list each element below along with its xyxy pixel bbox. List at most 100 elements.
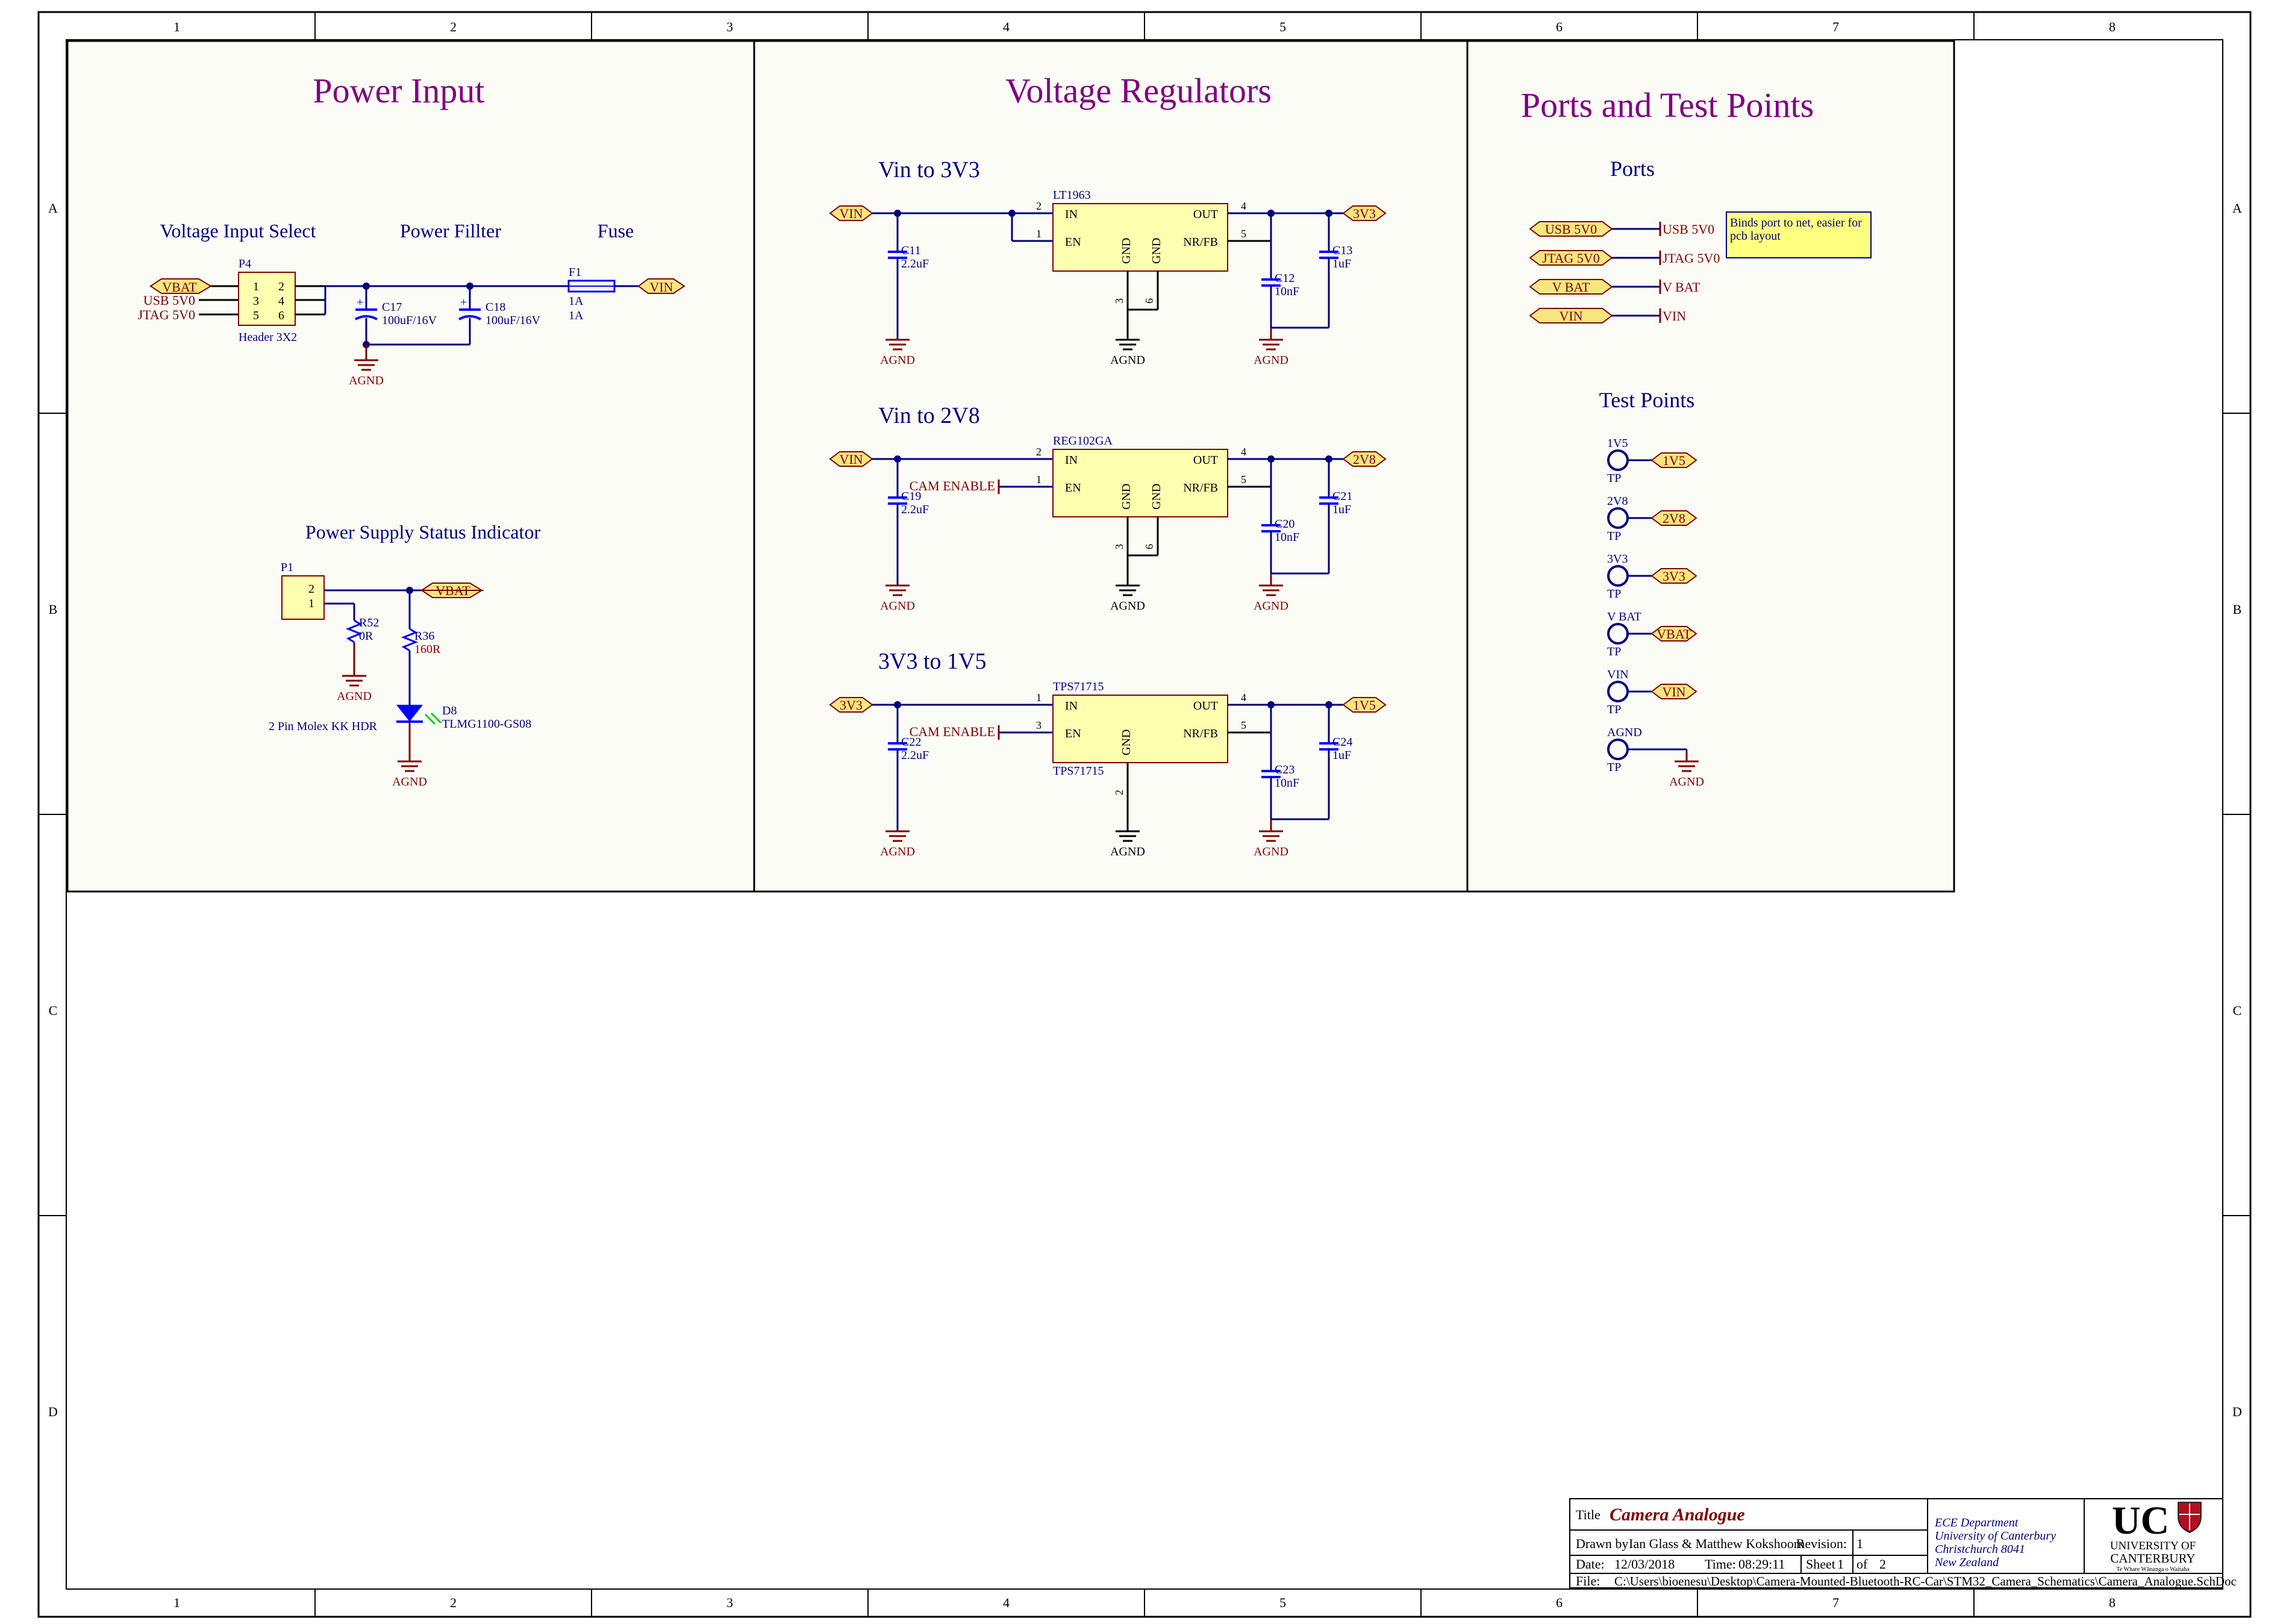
agnd-label: AGND — [1254, 599, 1288, 613]
regulator-subtitle: 3V3 to 1V5 — [878, 649, 986, 674]
output-capacitor-ref: C21 — [1332, 490, 1352, 503]
test-point-type: TP — [1607, 645, 1621, 658]
r36-ref: R36 — [414, 629, 434, 643]
pin-label-gnd: GND — [1150, 484, 1163, 510]
pin-number: 1 — [1036, 228, 1041, 240]
c17-value: 100uF/16V — [382, 314, 437, 327]
input-port-label: VIN — [839, 452, 863, 467]
sheet-label: Sheet — [1806, 1557, 1835, 1572]
c17-capacitor: + — [355, 296, 378, 345]
output-port-label: 2V8 — [1353, 452, 1376, 467]
vbat-port-label: VBAT — [162, 280, 197, 295]
pin-number: 3 — [1113, 544, 1125, 549]
regulator-subtitle: Vin to 2V8 — [878, 403, 980, 428]
time-label: Time: — [1705, 1557, 1736, 1572]
agnd-label: AGND — [1110, 845, 1145, 858]
pin-label-out: OUT — [1193, 699, 1218, 713]
f1-ref: F1 — [569, 266, 581, 279]
section-power-input — [66, 40, 755, 893]
zone-column-label: 8 — [2109, 19, 2116, 34]
pin-label-in: IN — [1065, 454, 1078, 467]
of-value: 2 — [1879, 1557, 1886, 1572]
pin-label-in: IN — [1065, 208, 1078, 221]
f1-value: 1A — [569, 309, 584, 322]
r52-value: 0R — [359, 629, 373, 643]
input-capacitor-ref: C19 — [901, 490, 921, 503]
drawn-by-value: Ian Glass & Matthew Kokshoorn — [1629, 1536, 1805, 1551]
svg-text:+: + — [460, 296, 467, 309]
port-net-label: JTAG 5V0 — [1663, 251, 1720, 266]
p4-ref: P4 — [239, 257, 251, 270]
nr-capacitor-ref: C20 — [1275, 517, 1294, 531]
agnd-label: AGND — [880, 845, 915, 858]
test-point-port-label: VBAT — [1657, 626, 1691, 642]
power-input-group: Power Input Voltage Input Select Power F… — [138, 71, 685, 789]
zone-column-label: 4 — [1003, 1595, 1010, 1610]
voltage-input-select-label: Voltage Input Select — [160, 220, 316, 242]
test-point-type: TP — [1607, 587, 1621, 601]
pin-label-gnd: GND — [1120, 238, 1133, 264]
pin-label-en: EN — [1065, 236, 1081, 249]
zone-column-label: 3 — [726, 1595, 733, 1610]
revision-value: 1 — [1856, 1536, 1863, 1551]
title-label: Title — [1576, 1507, 1600, 1522]
cam-enable-net-label: CAM ENABLE — [910, 724, 995, 739]
agnd-label: AGND — [1254, 845, 1288, 858]
f1-value: 1A — [569, 295, 584, 308]
test-point-port-label: VIN — [1662, 684, 1685, 699]
zone-row-label: B — [2233, 602, 2242, 617]
zone-column-label: 6 — [1556, 19, 1563, 34]
zone-column-label: 2 — [450, 1595, 457, 1610]
agnd-symbol — [354, 359, 378, 371]
output-capacitor-ref: C24 — [1332, 735, 1352, 749]
p4-pin: 3 — [253, 295, 259, 308]
title-block: Title Camera Analogue Drawn by Ian Glass… — [1569, 1498, 2237, 1588]
zone-row-label: D — [2232, 1404, 2242, 1419]
zone-row-label: A — [48, 201, 58, 216]
d8-ref: D8 — [442, 704, 457, 717]
r52-resistor — [345, 619, 363, 643]
regulator-ic-name: LT1963 — [1053, 189, 1091, 202]
agnd-label: AGND — [337, 690, 372, 703]
r36-resistor — [401, 628, 419, 652]
d8-led — [396, 705, 423, 722]
test-points-heading: Test Points — [1599, 388, 1695, 412]
status-indicator-label: Power Supply Status Indicator — [305, 521, 541, 543]
test-point-port — [1650, 510, 1697, 526]
output-port — [1342, 697, 1387, 713]
zone-row-label: B — [49, 602, 58, 617]
note-line: pcb layout — [1730, 230, 1781, 243]
vin-port — [637, 278, 685, 294]
test-point-port — [1650, 568, 1697, 584]
pin-number: 3 — [1113, 298, 1125, 304]
test-point-type: TP — [1607, 761, 1621, 774]
zone-row-label: A — [2232, 201, 2242, 216]
output-port-label: 3V3 — [1353, 206, 1376, 221]
output-capacitor-value: 1uF — [1332, 749, 1351, 762]
file-label: File: — [1576, 1573, 1600, 1588]
port-net-label: VIN — [1663, 308, 1686, 323]
dept-line: New Zealand — [1934, 1556, 1999, 1569]
date-label: Date: — [1576, 1557, 1605, 1572]
output-port-label: 1V5 — [1353, 698, 1376, 713]
p4-pin: 5 — [253, 309, 259, 322]
p4-header — [238, 272, 296, 326]
agnd-label: AGND — [1254, 354, 1288, 367]
output-capacitor-ref: C13 — [1332, 244, 1352, 257]
p4-type: Header 3X2 — [239, 331, 297, 344]
output-capacitor-value: 1uF — [1332, 503, 1351, 516]
c18-capacitor: + — [458, 296, 481, 345]
note-box — [1726, 211, 1872, 258]
p1-header — [281, 575, 325, 620]
regulator-block: 3V3 to 1V5TPS71715INENOUTNR/FBGNDTPS7171… — [829, 649, 1387, 858]
pin-label-gnd: GND — [1120, 484, 1133, 510]
pin-number: 5 — [1241, 473, 1246, 486]
